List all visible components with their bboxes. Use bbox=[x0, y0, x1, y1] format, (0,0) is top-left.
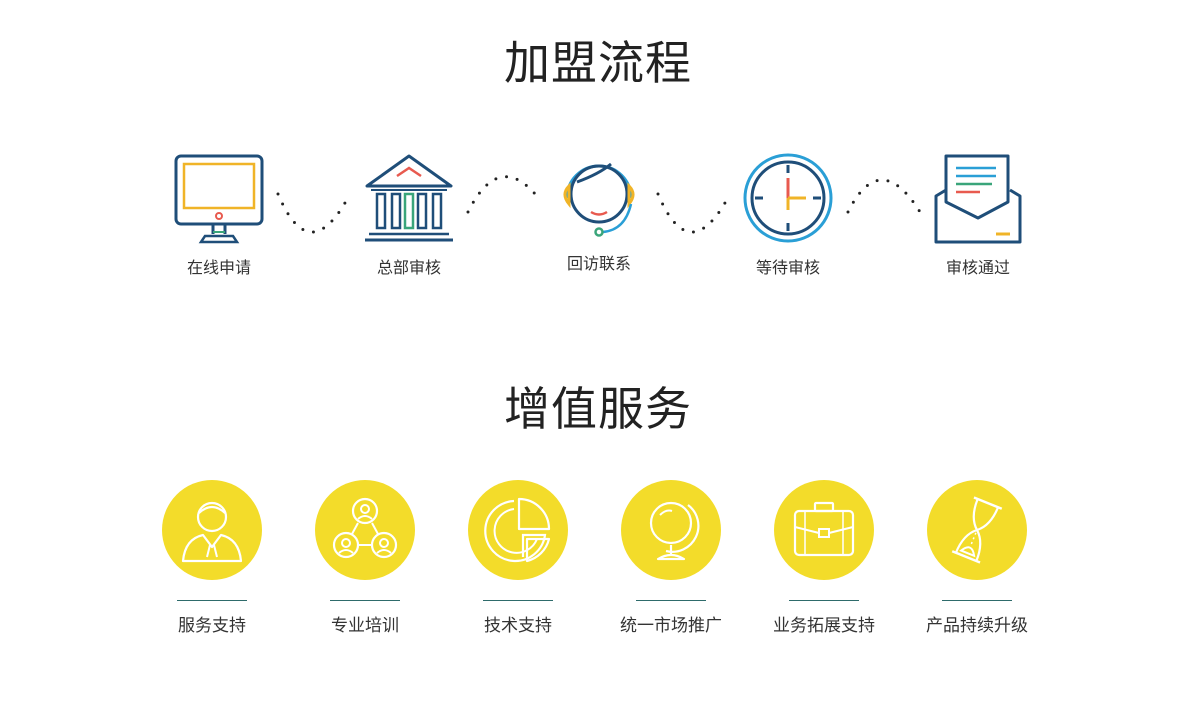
service-label: 专业培训 bbox=[331, 616, 399, 636]
step-label: 回访联系 bbox=[566, 254, 631, 273]
bank-building-icon bbox=[365, 154, 453, 242]
service-support: 服务支持 bbox=[142, 480, 282, 636]
service-label: 业务拓展支持 bbox=[773, 616, 875, 636]
step-wait-review: 等待审核 bbox=[728, 152, 848, 278]
step-approved: 审核通过 bbox=[918, 152, 1038, 278]
service-label: 服务支持 bbox=[178, 616, 246, 636]
clock-icon bbox=[743, 153, 833, 243]
service-training: 专业培训 bbox=[295, 480, 435, 636]
service-label: 产品持续升级 bbox=[926, 616, 1028, 636]
step-label: 总部审核 bbox=[376, 258, 441, 277]
step-hq-review: 总部审核 bbox=[349, 152, 469, 278]
dotted-connector bbox=[656, 192, 732, 234]
dotted-connector bbox=[846, 178, 922, 214]
process-title: 加盟流程 bbox=[504, 36, 692, 90]
envelope-letter-icon bbox=[934, 154, 1022, 244]
service-business-expansion: 业务拓展支持 bbox=[754, 480, 894, 636]
headset-agent-icon bbox=[563, 162, 635, 237]
hourglass-icon bbox=[951, 496, 1003, 564]
dotted-connector bbox=[276, 192, 352, 234]
step-label: 在线申请 bbox=[186, 258, 251, 277]
dotted-connector bbox=[466, 175, 542, 214]
service-product-upgrade: 产品持续升级 bbox=[907, 480, 1047, 636]
step-callback: 回访联系 bbox=[539, 152, 659, 274]
step-label: 等待审核 bbox=[755, 258, 820, 277]
services-title: 增值服务 bbox=[504, 382, 692, 436]
step-online-apply: 在线申请 bbox=[159, 152, 279, 278]
step-label: 审核通过 bbox=[945, 258, 1010, 277]
monitor-icon bbox=[174, 154, 264, 244]
service-tech-support: 技术支持 bbox=[448, 480, 588, 636]
service-marketing: 统一市场推广 bbox=[601, 480, 741, 636]
service-label: 统一市场推广 bbox=[620, 616, 722, 636]
globe-icon bbox=[649, 501, 700, 561]
person-icon bbox=[181, 501, 243, 563]
service-label: 技术支持 bbox=[484, 616, 552, 636]
pie-chart-icon bbox=[484, 497, 551, 563]
group-people-icon bbox=[332, 497, 398, 559]
briefcase-icon bbox=[793, 501, 855, 557]
